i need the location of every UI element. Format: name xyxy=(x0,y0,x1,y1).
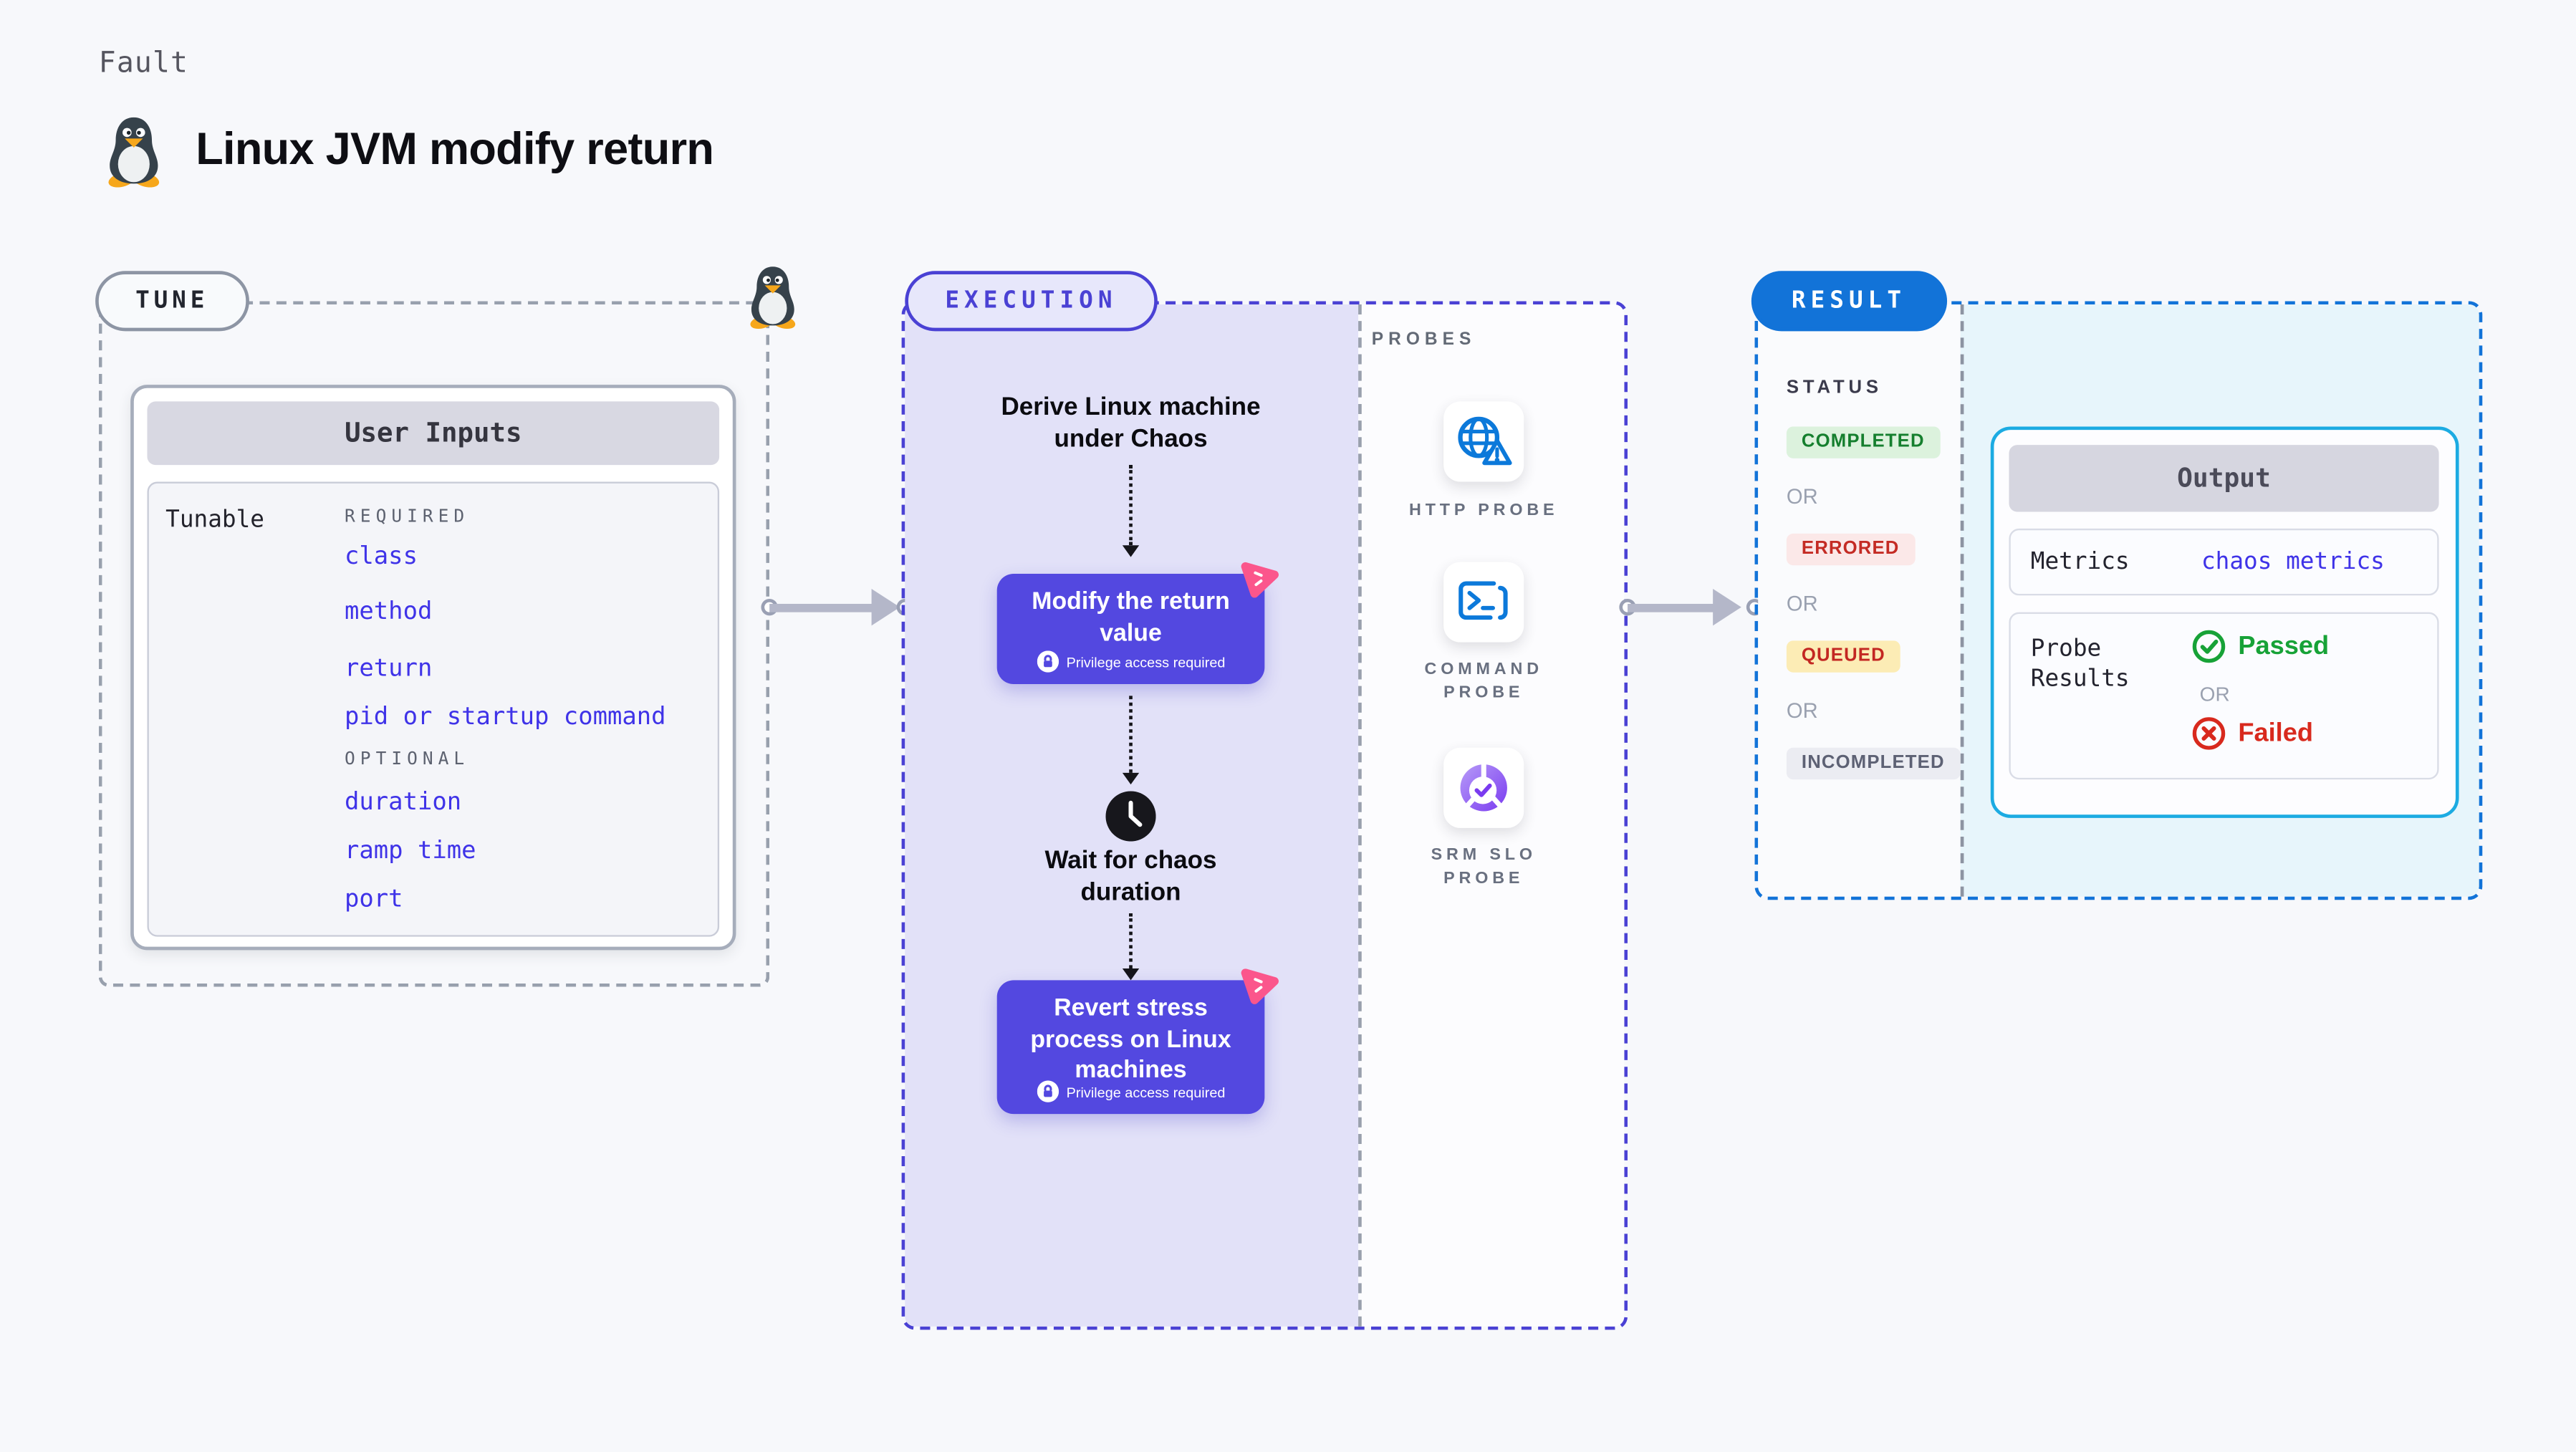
probes-column-label: PROBES xyxy=(1371,330,1476,350)
http-probe-icon xyxy=(1458,415,1512,465)
flow-arrow-1 xyxy=(1122,465,1140,557)
passed-result: Passed xyxy=(2191,629,2329,664)
tunable-link-duration[interactable]: duration xyxy=(345,789,462,817)
result-pill: RESULT xyxy=(1751,271,1947,332)
or-separator: OR xyxy=(1786,699,1818,723)
failed-result: Failed xyxy=(2191,716,2313,751)
modify-return-node-title: Modify the return value xyxy=(1032,588,1230,647)
privilege-badge-label: Privilege access required xyxy=(1066,1082,1226,1100)
tune-to-execution-arrow xyxy=(761,577,921,638)
output-header: Output xyxy=(2009,445,2439,512)
result-section: STATUS COMPLETED OR ERRORED OR QUEUED OR… xyxy=(1754,301,2483,900)
command-probe-card[interactable] xyxy=(1443,562,1524,643)
flow-arrow-3 xyxy=(1122,913,1140,981)
required-group-label: REQUIRED xyxy=(345,506,470,527)
execution-section: Derive Linux machine under Chaos Modify … xyxy=(901,301,1628,1330)
flow-arrow-2 xyxy=(1122,696,1140,785)
probes-divider xyxy=(1358,304,1362,1327)
command-probe-label[interactable]: COMMAND PROBE xyxy=(1424,660,1543,703)
status-panel xyxy=(1758,304,1961,897)
arrow-line xyxy=(769,603,880,612)
tunable-link-return[interactable]: return xyxy=(345,655,433,683)
lock-icon xyxy=(1036,650,1058,673)
revert-stress-node: Revert stress process on Linux machines … xyxy=(996,968,1279,1115)
tunable-link-port[interactable]: port xyxy=(345,886,403,913)
output-card: Output Metrics chaos metrics Probe Resul… xyxy=(1990,426,2459,818)
privilege-badge: Privilege access required xyxy=(997,650,1265,673)
metrics-row: Metrics chaos metrics xyxy=(2009,528,2439,596)
tunables-table: Tunable REQUIRED class method return pid… xyxy=(147,481,720,937)
failed-label: Failed xyxy=(2238,718,2313,747)
tux-penguin-icon xyxy=(108,117,160,188)
tunable-row-label: Tunable xyxy=(165,506,264,534)
probe-results-label: Probe Results xyxy=(2030,635,2130,693)
status-column: STATUS COMPLETED OR ERRORED OR QUEUED OR… xyxy=(1786,378,1960,807)
srm-slo-probe-card[interactable] xyxy=(1443,747,1524,828)
status-badge-errored: ERRORED xyxy=(1786,533,1915,566)
arrowhead-down-icon xyxy=(1122,772,1140,785)
tune-section xyxy=(98,301,770,987)
modify-return-node: Modify the return value Privilege access… xyxy=(996,562,1279,685)
failed-x-icon xyxy=(2192,717,2226,750)
chaos-metrics-link[interactable]: chaos metrics xyxy=(2201,548,2385,576)
status-badge-incompleted: INCOMPLETED xyxy=(1786,747,1960,780)
probe-results-row: Probe Results Passed OR Failed xyxy=(2009,612,2439,780)
http-probe-label[interactable]: HTTP PROBE xyxy=(1408,501,1559,521)
optional-group-label: OPTIONAL xyxy=(345,749,470,770)
passed-check-icon xyxy=(2192,630,2226,663)
or-separator: OR xyxy=(1786,485,1818,509)
tunable-link-pid-or-startup-command[interactable]: pid or startup command xyxy=(345,704,666,731)
execution-to-result-arrow xyxy=(1619,577,1764,638)
privilege-badge-label: Privilege access required xyxy=(1066,653,1226,670)
arrowhead-down-icon xyxy=(1122,968,1140,981)
arrowhead-right-icon xyxy=(871,588,900,626)
srm-slo-probe-icon xyxy=(1460,762,1507,812)
tunable-link-class[interactable]: class xyxy=(345,543,418,571)
metrics-label: Metrics xyxy=(2030,548,2130,576)
tune-pill: TUNE xyxy=(95,271,249,332)
wait-step-label: Wait for chaos duration xyxy=(1044,846,1217,907)
arrowhead-right-icon xyxy=(1713,588,1741,626)
chaos-fault-icon xyxy=(1241,562,1279,598)
arrow-line xyxy=(1628,603,1721,612)
command-probe-icon xyxy=(1458,581,1508,620)
privilege-badge: Privilege access required xyxy=(997,1080,1265,1102)
derive-step-label: Derive Linux machine under Chaos xyxy=(1001,393,1261,453)
or-separator: OR xyxy=(2199,682,2230,706)
http-probe-card[interactable] xyxy=(1443,401,1524,482)
tux-penguin-small-icon xyxy=(750,266,796,330)
user-inputs-header: User Inputs xyxy=(147,401,720,466)
revert-stress-node-title: Revert stress process on Linux machines xyxy=(1030,995,1231,1085)
clock-icon xyxy=(1105,791,1156,842)
or-separator: OR xyxy=(1786,592,1818,616)
lock-icon xyxy=(1036,1080,1058,1102)
chaos-fault-icon xyxy=(1241,968,1279,1004)
execution-pill: EXECUTION xyxy=(905,271,1158,332)
srm-slo-probe-label[interactable]: SRM SLO PROBE xyxy=(1431,846,1537,888)
tunable-link-method[interactable]: method xyxy=(345,598,433,626)
user-inputs-card: User Inputs Tunable REQUIRED class metho… xyxy=(130,385,736,951)
passed-label: Passed xyxy=(2238,631,2330,660)
page-title: Linux JVM modify return xyxy=(196,123,714,174)
status-badge-queued: QUEUED xyxy=(1786,640,1900,673)
arrowhead-down-icon xyxy=(1122,545,1140,557)
fault-kicker: Fault xyxy=(98,47,189,81)
status-divider xyxy=(1960,304,1964,897)
status-badge-completed: COMPLETED xyxy=(1786,426,1940,458)
tunable-link-ramp-time[interactable]: ramp time xyxy=(345,837,476,865)
status-heading: STATUS xyxy=(1786,378,1883,398)
